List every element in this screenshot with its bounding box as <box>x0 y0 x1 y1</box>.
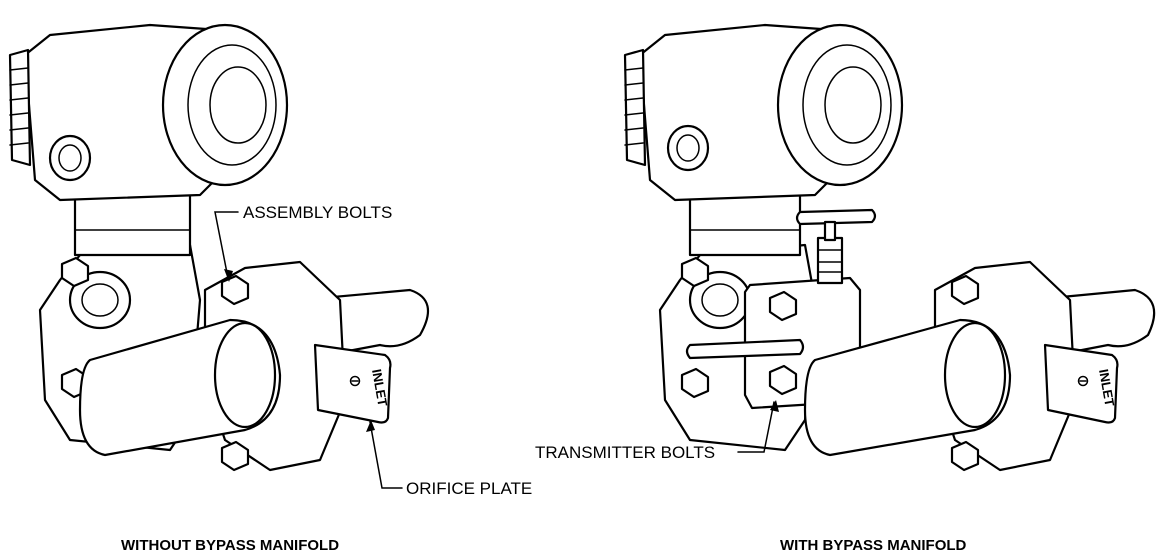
right-front-cover <box>776 23 904 187</box>
left-inlet-label: INLET <box>369 368 390 408</box>
left-flange-bolt-bottom <box>220 440 250 472</box>
manifold-valve-handle <box>795 208 877 226</box>
transmitter-bolts-leader <box>737 401 775 453</box>
left-assembly-bolts-leader <box>214 211 239 279</box>
right-flange-bolt-bottom <box>950 440 980 472</box>
left-front-cover <box>161 23 289 187</box>
right-flange-bolt-top <box>950 274 980 306</box>
left-orifice-plate-tab <box>313 343 392 424</box>
right-neck <box>688 193 802 257</box>
left-caption: WITHOUT BYPASS MANIFOLD <box>121 537 339 554</box>
transmitter-bolts-label: TRANSMITTER BOLTS <box>535 443 715 462</box>
right-caption: WITH BYPASS MANIFOLD <box>780 537 967 554</box>
manifold-lower-handle <box>685 338 805 360</box>
left-neck <box>73 193 192 257</box>
right-inlet-label: INLET <box>1096 368 1117 408</box>
manifold-valve-stem <box>816 236 844 285</box>
right-transmitter-bolt <box>768 364 798 396</box>
left-flange-bolt-top <box>220 274 250 306</box>
orifice-plate-leader <box>369 421 403 489</box>
assembly-bolts-label: ASSEMBLY BOLTS <box>243 203 392 222</box>
right-figure-with-manifold: INLET TRANSMITTER BOLTS WITH BYPASS MANI… <box>535 23 1156 554</box>
left-figure-without-manifold: INLET ASSEMBLY BOLTS ORIFICE PLATE WITHO… <box>8 23 532 554</box>
orifice-plate-label: ORIFICE PLATE <box>406 479 532 498</box>
right-orifice-plate-tab <box>1043 343 1119 424</box>
